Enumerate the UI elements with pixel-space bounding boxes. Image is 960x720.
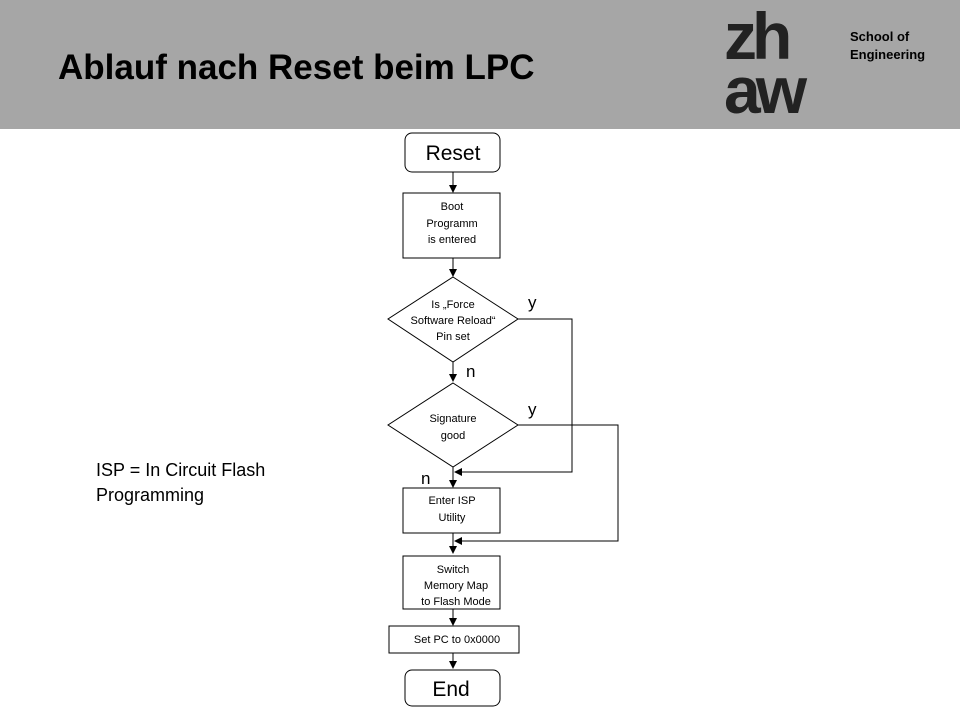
switch-line-3: to Flash Mode	[421, 596, 491, 608]
arrow-sig-yes	[454, 424, 619, 545]
school-line-2: Engineering	[850, 47, 926, 62]
switch-line-2: Memory Map	[424, 580, 488, 592]
isp-process-box: Enter ISP Utility	[402, 487, 501, 534]
isp-line-2: Utility	[439, 512, 466, 524]
boot-line-2: Programm	[426, 218, 477, 230]
isp-line-1: Enter ISP	[428, 495, 475, 507]
set-pc-box: Set PC to 0x0000	[388, 625, 520, 654]
boot-line-3: is entered	[428, 234, 476, 246]
signature-line-2: good	[441, 430, 465, 442]
signature-line-1: Signature	[429, 413, 476, 425]
force-yes-label: y	[528, 293, 537, 312]
isp-note-line-2: Programming	[96, 485, 205, 505]
signature-decision: Signature good	[387, 382, 519, 468]
signature-no-label: n	[421, 469, 430, 488]
isp-note-line-1: ISP = In Circuit Flash	[96, 460, 266, 480]
zhaw-logo: zh aw	[724, 0, 834, 127]
boot-process-box: Boot Programm is entered	[402, 192, 501, 259]
boot-line-1: Boot	[441, 201, 464, 213]
set-pc-label: Set PC to 0x0000	[414, 634, 500, 646]
end-label: End	[432, 678, 469, 701]
page-title: Ablauf nach Reset beim LPC	[58, 48, 535, 87]
force-no-label: n	[466, 362, 475, 381]
school-label: School of Engineering	[850, 28, 925, 64]
header-bar: Ablauf nach Reset beim LPC zh aw School …	[0, 0, 960, 129]
isp-note: ISP = In Circuit Flash Programming	[96, 458, 265, 508]
switch-line-1: Switch	[437, 564, 469, 576]
force-line-1: Is „Force	[431, 299, 474, 311]
force-line-3: Pin set	[436, 331, 470, 343]
force-reload-decision: Is „Force Software Reload“ Pin set	[387, 276, 519, 363]
logo-top-text: zh	[724, 0, 792, 73]
school-line-1: School of	[850, 29, 910, 44]
force-line-2: Software Reload“	[411, 315, 496, 327]
reset-label: Reset	[426, 142, 481, 165]
reset-terminal: Reset	[404, 132, 501, 173]
switch-memory-box: Switch Memory Map to Flash Mode	[402, 555, 501, 610]
logo-bottom-text: aw	[724, 53, 807, 127]
end-terminal: End	[404, 669, 501, 707]
arrow-force-yes	[454, 318, 573, 476]
signature-yes-label: y	[528, 400, 537, 419]
